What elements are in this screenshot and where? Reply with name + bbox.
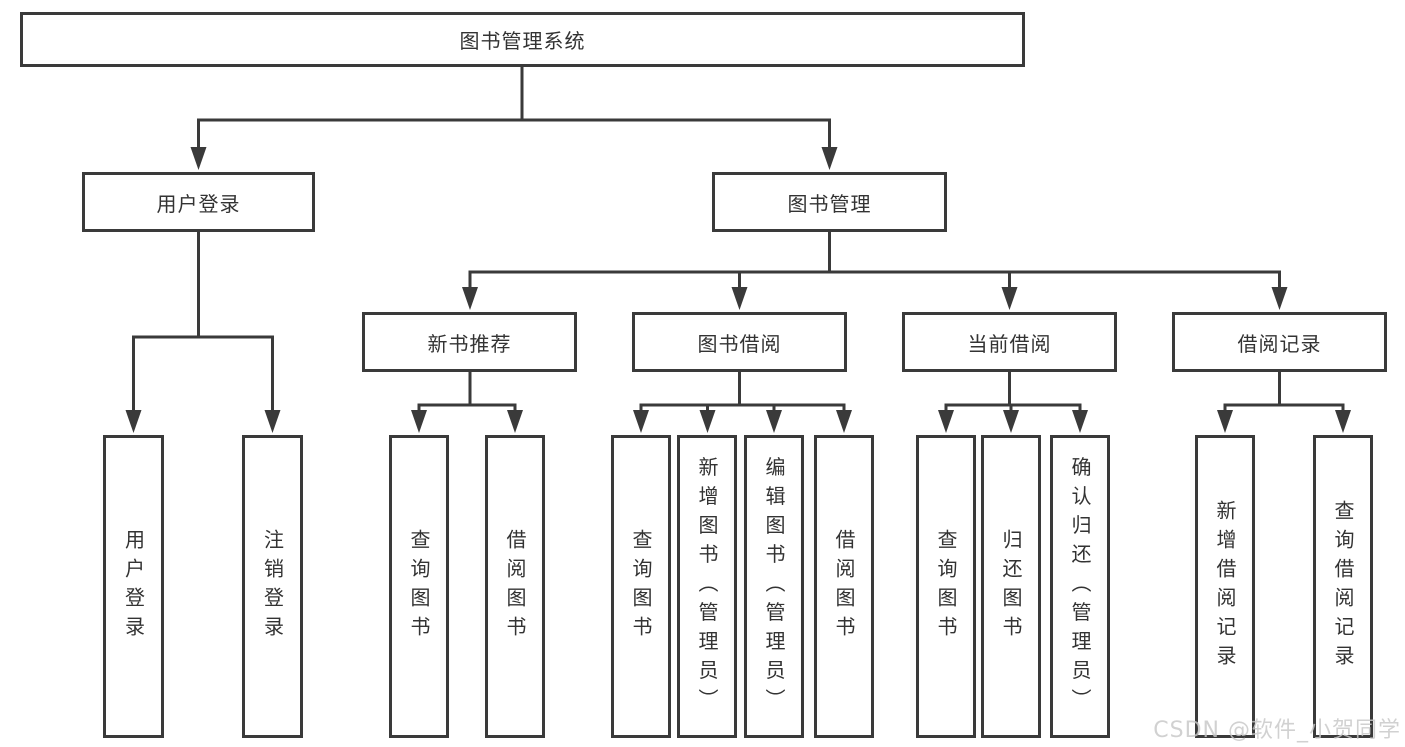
node-label: 图书管理 <box>787 191 872 216</box>
connector-root-to-level2 <box>190 67 838 170</box>
leaf-label: 查询图书 <box>407 528 431 645</box>
watermark: CSDN @软件_小贺同学 <box>1153 718 1401 743</box>
leaf-edit-books-admin: 编辑图书（管理员） <box>744 435 804 738</box>
leaf-label: 借阅图书 <box>503 528 527 645</box>
node-current-borrow: 当前借阅 <box>902 312 1117 372</box>
node-label: 当前借阅 <box>967 331 1052 356</box>
leaf-user-login: 用户登录 <box>103 435 164 738</box>
leaf-label: 查询图书 <box>629 528 653 645</box>
connector-book-management-to-level3 <box>462 232 1288 310</box>
node-library-management-system: 图书管理系统 <box>20 12 1025 67</box>
leaf-label: 新增借阅记录 <box>1213 499 1237 674</box>
node-book-management: 图书管理 <box>712 172 947 232</box>
node-label: 图书管理系统 <box>459 29 586 53</box>
leaf-query-books-recommend: 查询图书 <box>389 435 449 738</box>
leaf-query-borrow-record: 查询借阅记录 <box>1313 435 1373 738</box>
leaf-add-books-admin: 新增图书（管理员） <box>677 435 737 738</box>
node-new-book-recommend: 新书推荐 <box>362 312 577 372</box>
leaf-borrow-books: 借阅图书 <box>814 435 874 738</box>
leaf-label: 用户登录 <box>121 528 146 645</box>
node-book-borrow: 图书借阅 <box>632 312 847 372</box>
leaf-label: 确认归还（管理员） <box>1068 456 1092 717</box>
leaf-query-books-borrow: 查询图书 <box>611 435 671 738</box>
node-user-login: 用户登录 <box>82 172 315 232</box>
connector-user-login-to-leaves <box>125 232 281 433</box>
leaf-label: 查询借阅记录 <box>1331 499 1355 674</box>
leaf-logout: 注销登录 <box>242 435 303 738</box>
leaf-add-borrow-record: 新增借阅记录 <box>1195 435 1255 738</box>
leaf-borrow-books-recommend: 借阅图书 <box>485 435 545 738</box>
connector-new-book-recommend-to-leaves <box>411 372 523 433</box>
node-label: 用户登录 <box>156 191 241 216</box>
leaf-label: 注销登录 <box>260 528 285 645</box>
leaf-label: 编辑图书（管理员） <box>762 456 786 717</box>
leaf-label: 新增图书（管理员） <box>695 456 719 717</box>
leaf-label: 查询图书 <box>934 528 958 645</box>
connector-borrow-records-to-leaves <box>1217 372 1351 433</box>
leaf-confirm-return-admin: 确认归还（管理员） <box>1050 435 1110 738</box>
leaf-return-books: 归还图书 <box>981 435 1041 738</box>
node-label: 新书推荐 <box>427 331 512 356</box>
connector-current-borrow-to-leaves <box>938 372 1088 433</box>
node-label: 图书借阅 <box>697 331 782 356</box>
leaf-label: 借阅图书 <box>832 528 856 645</box>
leaf-label: 归还图书 <box>999 528 1023 645</box>
leaf-query-books-current: 查询图书 <box>916 435 976 738</box>
connector-book-borrow-to-leaves <box>633 372 852 433</box>
node-label: 借阅记录 <box>1237 331 1322 356</box>
node-borrow-records: 借阅记录 <box>1172 312 1387 372</box>
